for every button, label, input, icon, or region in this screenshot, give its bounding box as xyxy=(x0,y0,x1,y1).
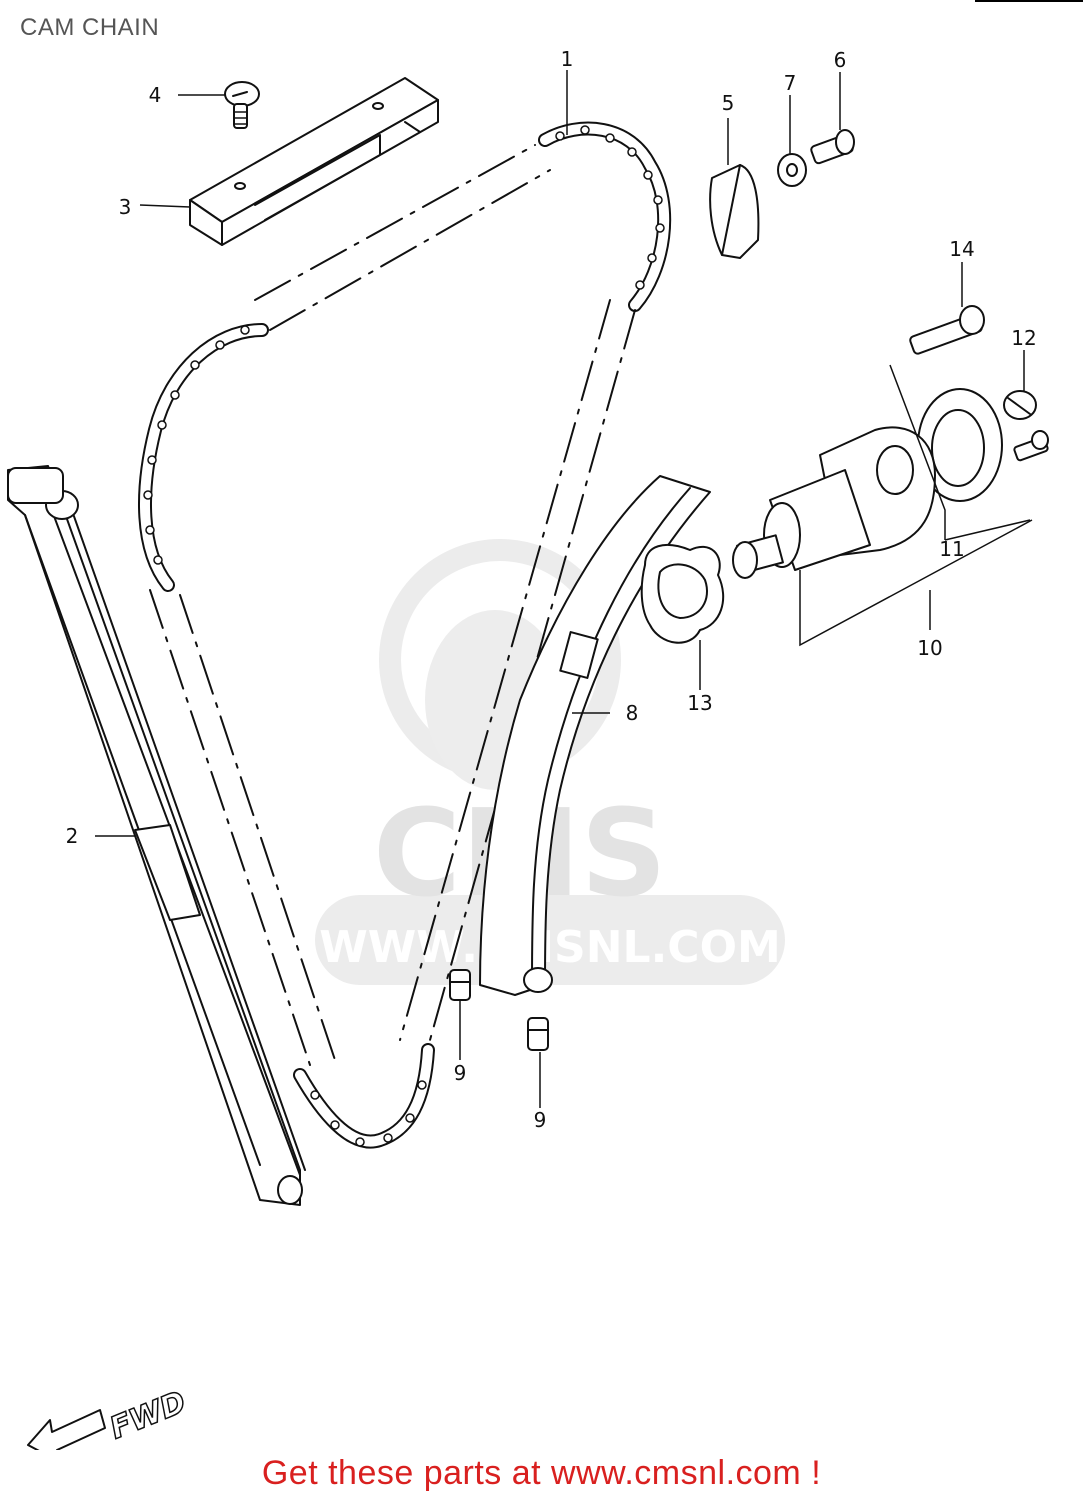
callout-13: 13 xyxy=(687,691,712,715)
callout-5: 5 xyxy=(722,91,735,115)
fwd-label: FWD xyxy=(105,1385,191,1447)
part-2-chain-guide-left xyxy=(7,465,306,1206)
part-7-washer xyxy=(777,153,807,187)
part-4-screw xyxy=(224,81,260,129)
callout-11: 11 xyxy=(939,537,964,561)
callout-6: 6 xyxy=(834,48,847,72)
callout-14: 14 xyxy=(949,237,974,261)
callout-3: 3 xyxy=(119,195,132,219)
leader-lines xyxy=(95,70,1033,1108)
callout-7: 7 xyxy=(784,71,797,95)
part-8-tensioner-guide xyxy=(479,475,711,996)
footer-parts-link[interactable]: Get these parts at www.cmsnl.com ! xyxy=(261,1454,822,1492)
part-14-bolt xyxy=(909,305,985,355)
part-6-bolt xyxy=(810,129,855,165)
callout-9-upper: 9 xyxy=(454,1061,467,1085)
exploded-parts-diagram: CMS WWW.CMSNL.COM xyxy=(7,47,1049,1450)
top-rule xyxy=(975,0,1083,2)
fwd-arrow-icon xyxy=(27,1409,106,1450)
part-11-gasket xyxy=(917,388,1003,502)
callout-4: 4 xyxy=(149,83,162,107)
callout-1: 1 xyxy=(561,47,574,71)
callout-9-lower: 9 xyxy=(534,1108,547,1132)
part-5-guide-block xyxy=(709,164,760,259)
watermark-url: WWW.CMSNL.COM xyxy=(319,922,781,973)
part-10-tensioner-adjuster xyxy=(732,426,936,579)
page-title: CAM CHAIN xyxy=(20,14,160,41)
part-3-chain-guide-top xyxy=(189,77,439,246)
part-bolt-small xyxy=(1013,430,1049,462)
part-12-plug xyxy=(1003,390,1037,420)
part-13-gasket xyxy=(640,544,725,644)
part-9-pin-upper xyxy=(449,969,471,1001)
callout-12: 12 xyxy=(1011,326,1036,350)
part-1-cam-chain xyxy=(138,121,672,1149)
callout-8: 8 xyxy=(626,701,639,725)
part-9-pin-lower xyxy=(527,1017,549,1051)
callout-10: 10 xyxy=(917,636,942,660)
callout-2: 2 xyxy=(66,824,79,848)
